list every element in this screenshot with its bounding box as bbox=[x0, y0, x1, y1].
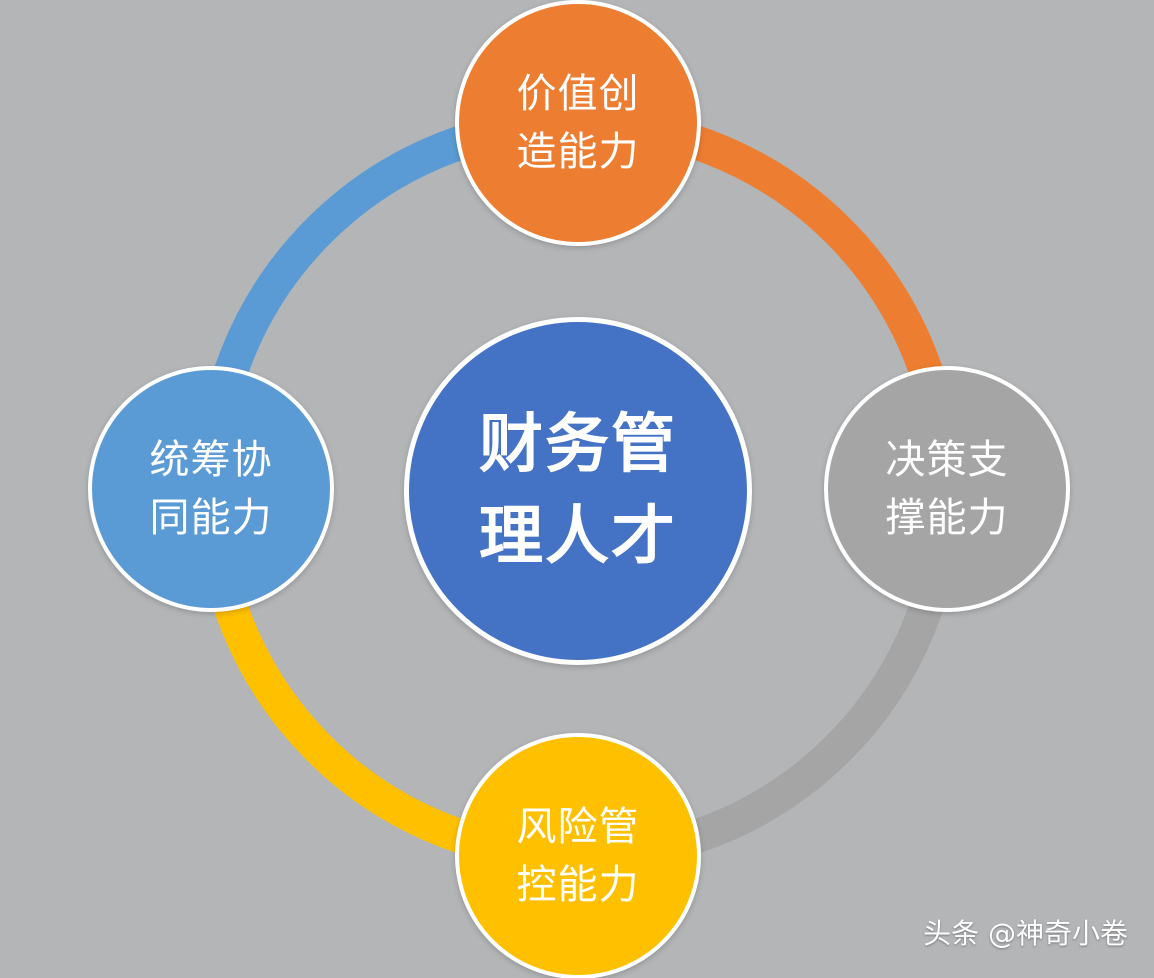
node-label-line-1: 价值创 bbox=[516, 71, 640, 117]
node-label-line-2: 控能力 bbox=[516, 862, 640, 908]
node-label-line-2: 同能力 bbox=[149, 495, 273, 541]
node-decision-support: 决策支 撑能力 bbox=[824, 366, 1070, 612]
node-label-line-1: 统筹协 bbox=[149, 437, 273, 483]
node-value-creation: 价值创 造能力 bbox=[455, 0, 701, 246]
node-risk-control: 风险管 控能力 bbox=[455, 733, 701, 978]
node-label-line-2: 造能力 bbox=[516, 129, 640, 175]
center-label-line-2: 理人才 bbox=[479, 500, 677, 574]
watermark-text: 头条 @神奇小卷 bbox=[923, 917, 1128, 950]
center-label-line-1: 财务管 bbox=[479, 408, 677, 482]
node-label-line-1: 决策支 bbox=[885, 437, 1009, 483]
node-label-line-2: 撑能力 bbox=[885, 495, 1009, 541]
center-node-finance-talent: 财务管 理人才 bbox=[404, 317, 752, 665]
node-label-line-1: 风险管 bbox=[516, 804, 640, 850]
node-coordination: 统筹协 同能力 bbox=[88, 366, 334, 612]
